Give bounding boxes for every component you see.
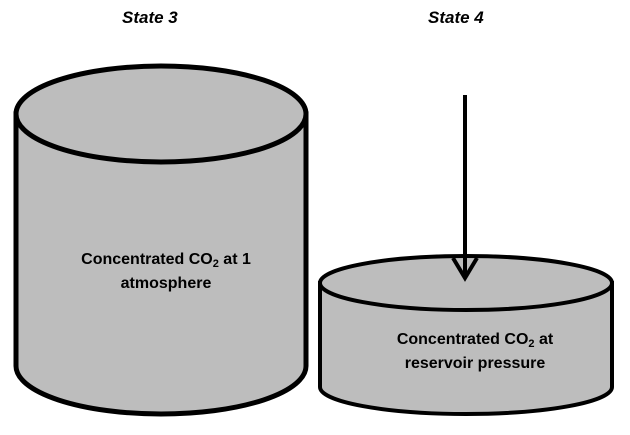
large-cylinder-label-line2: atmosphere — [120, 275, 212, 292]
small-cylinder-label-line1: Concentrated CO2 at — [396, 331, 554, 350]
small-cylinder — [318, 254, 614, 416]
large-cylinder-label: Concentrated CO2 at 1 atmosphere — [36, 248, 296, 296]
down-arrow-icon — [451, 95, 479, 282]
small-cylinder-label-line2: reservoir pressure — [404, 355, 546, 372]
large-cylinder-label-line1: Concentrated CO2 at 1 — [81, 251, 251, 270]
large-cylinder — [13, 63, 309, 417]
large-cylinder-body — [13, 111, 309, 417]
large-cylinder-top — [13, 63, 309, 165]
small-cylinder-body — [318, 281, 614, 416]
state-4-title: State 4 — [428, 8, 484, 27]
small-cylinder-label: Concentrated CO2 at reservoir pressure — [330, 328, 620, 376]
state-3-title: State 3 — [122, 8, 178, 27]
